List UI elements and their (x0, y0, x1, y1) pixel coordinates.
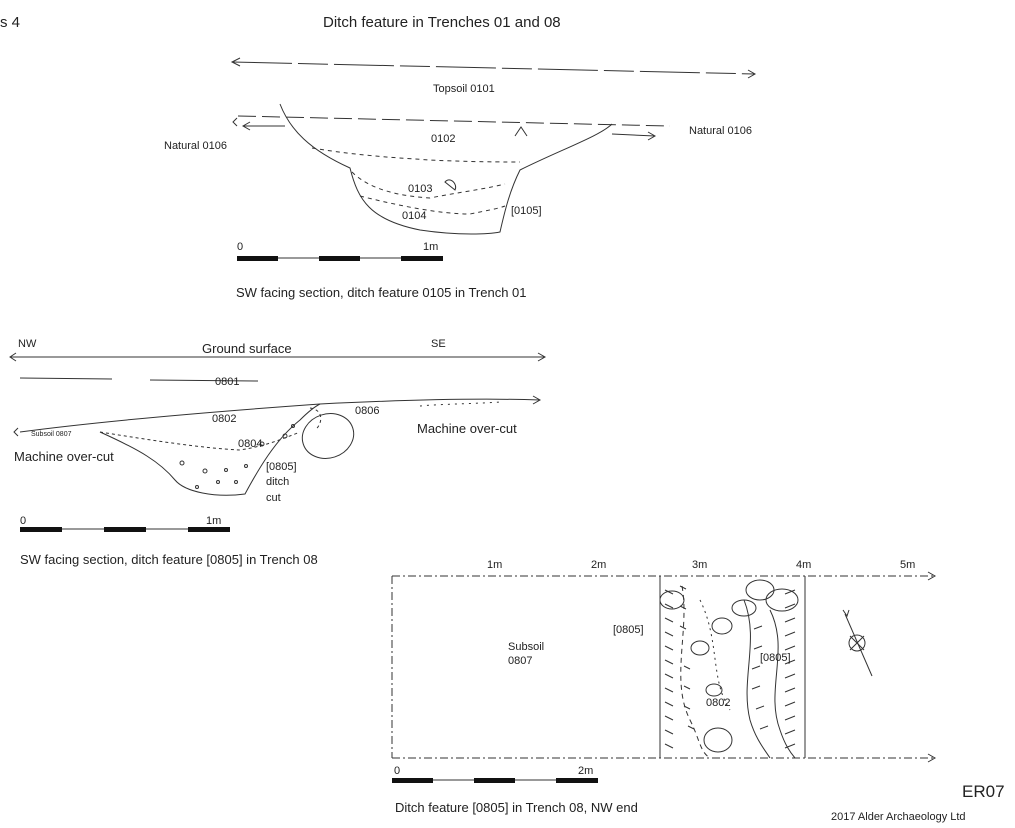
label-fill-0104: 0104 (402, 210, 427, 222)
copyright-credit: 2017 Alder Archaeology Ltd (831, 811, 966, 823)
north-arrow-icon (842, 609, 873, 677)
label-machine-overcut-left: Machine over-cut (14, 449, 114, 464)
plan-mark-2m: 2m (591, 559, 607, 571)
plan-08-drawing (391, 571, 937, 781)
plan-mark-1m: 1m (487, 559, 503, 571)
label-se: SE (431, 338, 446, 350)
label-0801: 0801 (215, 376, 240, 388)
scale-01-end: 1m (423, 241, 439, 253)
caption-section-08: SW facing section, ditch feature [0805] … (20, 552, 318, 567)
plan-mark-5m: 5m (900, 559, 916, 571)
plan-mark-3m: 3m (692, 559, 708, 571)
label-machine-overcut-right: Machine over-cut (417, 421, 517, 436)
label-fill-0804: 0804 (238, 438, 263, 450)
label-cut-0105: [0105] (511, 205, 542, 217)
label-topsoil-0101: Topsoil 0101 (433, 83, 495, 95)
label-cut-0805: [0805] (266, 461, 297, 473)
scale-01-start: 0 (237, 241, 244, 253)
plan-label-subsoil: Subsoil (508, 641, 545, 653)
figure-code: ER07 (962, 782, 1005, 801)
label-ground-surface: Ground surface (202, 341, 292, 356)
plan-08-scale-bar (392, 778, 598, 783)
label-cut-ditch: ditch (266, 476, 290, 488)
page-title: Ditch feature in Trenches 01 and 08 (323, 14, 561, 31)
label-cut-cut: cut (266, 492, 281, 504)
plan-label-cut-left: [0805] (613, 624, 644, 636)
scale-plan-start: 0 (394, 765, 401, 777)
section-08-drawing (9, 352, 547, 530)
plan-label-0802: 0802 (706, 697, 731, 709)
label-subsoil-0807-small: Subsoil 0807 (31, 431, 72, 438)
label-fill-0806: 0806 (355, 405, 380, 417)
section-01-scale-bar (237, 256, 443, 261)
label-fill-0103: 0103 (408, 183, 433, 195)
scale-08-end: 1m (206, 515, 222, 527)
label-natural-0106-left: Natural 0106 (164, 140, 227, 152)
label-nw: NW (18, 338, 37, 350)
caption-plan-08: Ditch feature [0805] in Trench 08, NW en… (395, 800, 638, 815)
plan-label-cut-right: [0805] (760, 652, 791, 664)
section-08-scale-bar (20, 527, 230, 532)
plan-mark-4m: 4m (796, 559, 812, 571)
label-fill-0802: 0802 (212, 413, 237, 425)
scale-plan-end: 2m (578, 765, 594, 777)
caption-section-01: SW facing section, ditch feature 0105 in… (236, 285, 527, 300)
plan-label-0807: 0807 (508, 655, 533, 667)
figure-label: s 4 (0, 14, 21, 31)
label-natural-0106-right: Natural 0106 (689, 125, 752, 137)
scale-08-start: 0 (20, 515, 27, 527)
label-fill-0102: 0102 (431, 133, 456, 145)
